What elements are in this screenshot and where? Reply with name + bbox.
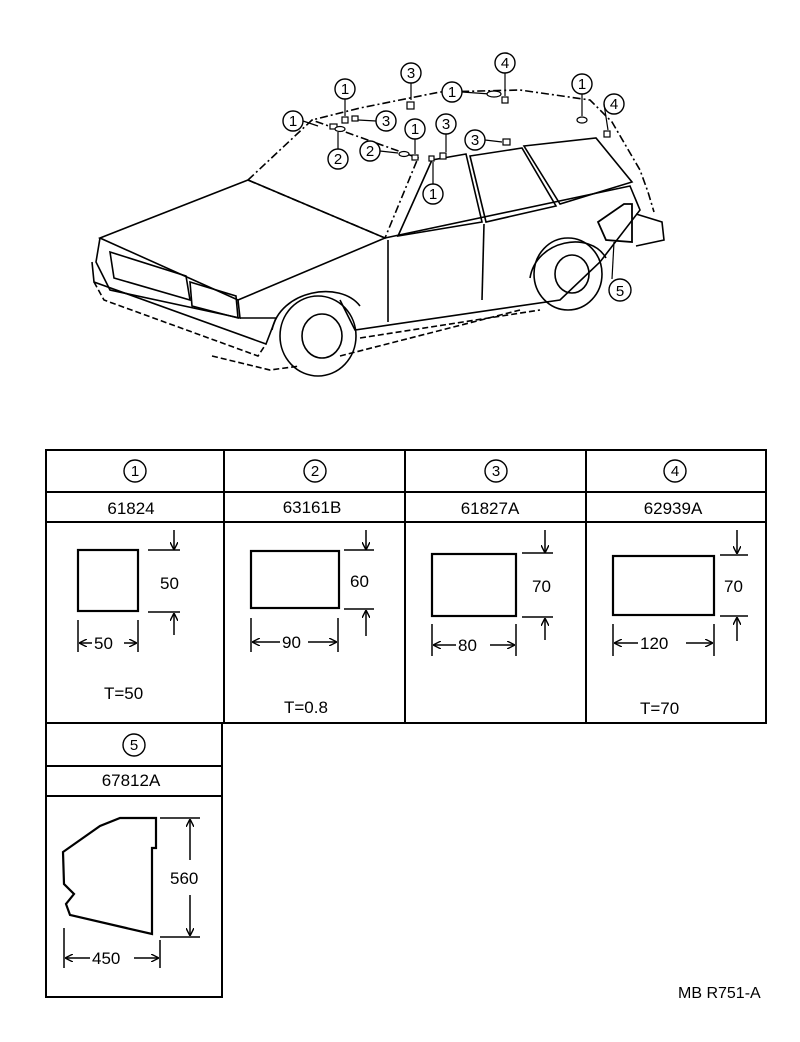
drawing-4 (611, 530, 748, 656)
callout-1-d: 1 (422, 183, 444, 205)
index-1: 1 (123, 459, 147, 483)
front-wheel (279, 295, 357, 377)
svg-text:2: 2 (311, 463, 319, 480)
door-line-rear (481, 223, 485, 301)
dim-height-2: 60 (350, 572, 369, 591)
thickness-1: T=50 (104, 684, 143, 703)
callout-4-a: 4 (494, 52, 516, 74)
callout-3-d: 3 (464, 129, 486, 151)
parts-table (45, 449, 767, 998)
svg-text:3: 3 (442, 116, 450, 133)
table-part-numbers: 61824 63161B 61827A 62939A 67812A (102, 498, 703, 790)
drawing-code: MB R751-A (678, 985, 761, 1002)
car-illustration (91, 89, 665, 377)
svg-text:4: 4 (610, 96, 618, 113)
rear-side-window (522, 137, 634, 205)
dim-width-2: 90 (282, 633, 301, 652)
lower-body (211, 309, 521, 371)
svg-text:2: 2 (334, 151, 342, 168)
dim-width-4: 120 (640, 634, 668, 653)
part-number-3: 61827A (461, 499, 520, 518)
svg-text:4: 4 (501, 55, 509, 72)
svg-text:5: 5 (616, 283, 624, 300)
thickness-2: T=0.8 (284, 698, 328, 717)
callout-leaders (302, 73, 615, 280)
svg-text:3: 3 (471, 132, 479, 149)
svg-text:3: 3 (382, 113, 390, 130)
dim-height-4: 70 (724, 577, 743, 596)
front-arch (271, 290, 361, 331)
rear-door-window (469, 147, 558, 223)
svg-text:5: 5 (130, 737, 138, 754)
svg-text:3: 3 (407, 65, 415, 82)
callout-3-b: 3 (400, 62, 422, 84)
grille (109, 250, 191, 302)
callout-2-b: 2 (359, 140, 381, 162)
dim-height-5: 560 (170, 869, 198, 888)
wheel-liner-part (596, 203, 633, 243)
bumper-lower (93, 281, 267, 357)
hood (97, 179, 388, 301)
dim-height-1: 50 (160, 574, 179, 593)
index-5: 5 (122, 733, 146, 757)
dim-width-1: 50 (94, 634, 113, 653)
callout-5: 5 (608, 278, 632, 302)
drawing-3 (430, 530, 553, 656)
svg-text:4: 4 (671, 463, 679, 480)
callout-3-a: 3 (375, 110, 397, 132)
roof-outline (247, 89, 655, 213)
callout-2-a: 2 (327, 148, 349, 170)
drawing-1 (76, 530, 180, 652)
svg-text:1: 1 (448, 84, 456, 101)
front-bumper (91, 261, 278, 346)
svg-text:1: 1 (289, 113, 297, 130)
part-number-5: 67812A (102, 771, 161, 790)
rear-wheel-hub (554, 254, 590, 294)
index-3: 3 (484, 459, 508, 483)
drawing-2 (249, 530, 374, 652)
callout-3-c: 3 (435, 113, 457, 135)
rocker (359, 309, 541, 339)
windshield-frame (247, 119, 420, 240)
callout-1-f: 1 (571, 73, 593, 95)
table-index-row: 1 2 3 4 5 (122, 459, 687, 757)
front-face (95, 237, 241, 320)
svg-text:3: 3 (492, 463, 500, 480)
small-parts (329, 90, 611, 162)
front-door-window (396, 153, 483, 238)
part-number-1: 61824 (107, 499, 154, 518)
front-wheel-hub (301, 313, 343, 359)
svg-text:1: 1 (578, 76, 586, 93)
part-number-4: 62939A (644, 499, 703, 518)
dim-height-3: 70 (532, 577, 551, 596)
part-number-2: 63161B (283, 498, 342, 517)
drawing-5 (61, 816, 200, 968)
headlight (189, 280, 239, 320)
callout-1-c: 1 (404, 118, 426, 140)
rear-arch (529, 241, 607, 279)
svg-text:1: 1 (131, 463, 139, 480)
svg-text:1: 1 (411, 121, 419, 138)
svg-text:1: 1 (429, 186, 437, 203)
index-4: 4 (663, 459, 687, 483)
svg-text:1: 1 (341, 81, 349, 98)
svg-text:2: 2 (366, 143, 374, 160)
dim-width-5: 450 (92, 949, 120, 968)
callout-1-b: 1 (334, 78, 356, 100)
index-2: 2 (303, 459, 327, 483)
rear-wheel (533, 237, 603, 311)
rear-bumper (635, 213, 665, 247)
callout-1-a: 1 (282, 110, 304, 132)
car-callouts: 1 1 1 1 1 1 1 2 2 3 3 3 3 4 4 5 (282, 52, 632, 302)
callout-4-b: 4 (603, 93, 625, 115)
body-side (339, 185, 641, 331)
dim-width-3: 80 (458, 636, 477, 655)
callout-1-e: 1 (441, 81, 463, 103)
thickness-4: T=70 (640, 699, 679, 718)
